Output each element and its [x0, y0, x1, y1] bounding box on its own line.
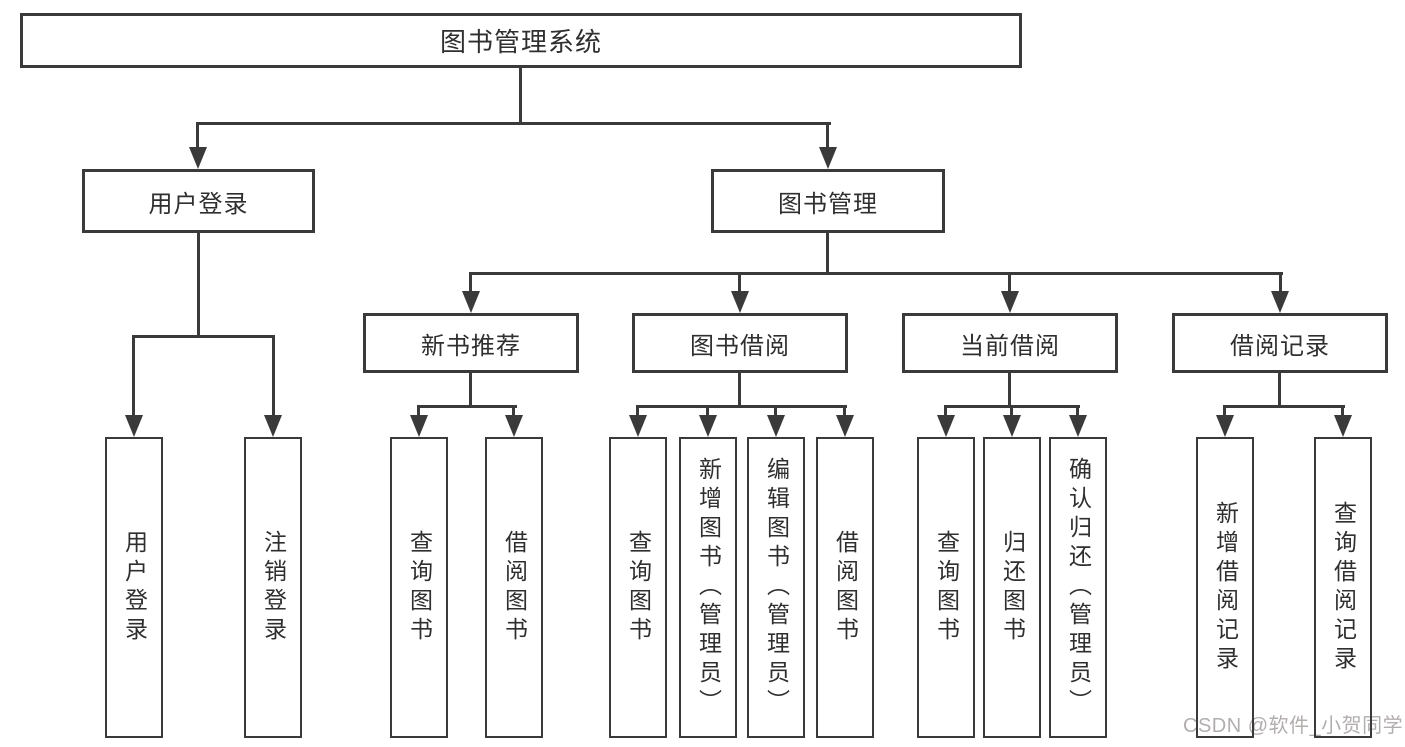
arrow-down-icon: [189, 147, 207, 169]
arrow-down-icon: [462, 291, 480, 313]
connector-line: [512, 405, 515, 421]
connector-line: [197, 233, 200, 338]
connector-line: [272, 335, 275, 420]
connector-line: [469, 373, 472, 408]
node-new-book-recommend: 新书推荐: [363, 313, 579, 373]
connector-line: [1076, 405, 1079, 421]
arrow-down-icon: [1334, 415, 1352, 437]
node-book-borrowing: 图书借阅: [632, 313, 848, 373]
arrow-down-icon: [629, 415, 647, 437]
arrow-down-icon: [731, 291, 749, 313]
leaf-recommend-query-books: 查询图书: [390, 437, 448, 738]
connector-line: [826, 122, 829, 153]
leaf-borrowing-borrow-books: 借阅图书: [816, 437, 874, 738]
connector-line: [636, 405, 847, 408]
connector-line: [132, 335, 275, 338]
leaf-current-confirm-return-admin: 确认归还（管理员）: [1049, 437, 1107, 738]
node-book-management: 图书管理: [711, 169, 945, 233]
connector-line: [1010, 405, 1013, 421]
connector-line: [519, 68, 522, 125]
arrow-down-icon: [1069, 415, 1087, 437]
connector-line: [774, 405, 777, 421]
connector-line: [1008, 272, 1011, 297]
connector-line: [1223, 405, 1345, 408]
arrow-down-icon: [819, 147, 837, 169]
connector-line: [1279, 272, 1282, 297]
arrow-down-icon: [1216, 415, 1234, 437]
node-borrowing-records: 借阅记录: [1172, 313, 1388, 373]
connector-line: [1008, 373, 1011, 408]
connector-line: [417, 405, 517, 408]
arrow-down-icon: [767, 415, 785, 437]
connector-line: [469, 272, 1283, 275]
connector-line: [738, 373, 741, 408]
connector-line: [417, 405, 420, 421]
arrow-down-icon: [410, 415, 428, 437]
leaf-records-query-record: 查询借阅记录: [1314, 437, 1372, 738]
leaf-logout: 注销登录: [244, 437, 302, 738]
connector-line: [843, 405, 846, 421]
arrow-down-icon: [505, 415, 523, 437]
leaf-borrowing-edit-books-admin: 编辑图书（管理员）: [747, 437, 805, 738]
arrow-down-icon: [1271, 291, 1289, 313]
arrow-down-icon: [836, 415, 854, 437]
arrow-down-icon: [1003, 415, 1021, 437]
node-current-borrowing: 当前借阅: [902, 313, 1118, 373]
connector-line: [944, 405, 947, 421]
connector-line: [1341, 405, 1344, 421]
arrow-down-icon: [699, 415, 717, 437]
leaf-borrowing-query-books: 查询图书: [609, 437, 667, 738]
connector-line: [196, 122, 831, 125]
leaf-current-return-books: 归还图书: [983, 437, 1041, 738]
connector-line: [826, 233, 829, 275]
leaf-records-add-record: 新增借阅记录: [1196, 437, 1254, 738]
connector-line: [196, 122, 199, 153]
connector-line: [1278, 373, 1281, 408]
arrow-down-icon: [264, 415, 282, 437]
csdn-watermark: CSDN @软件_小贺同学: [1183, 715, 1404, 737]
arrow-down-icon: [1001, 291, 1019, 313]
leaf-user-login: 用户登录: [105, 437, 163, 738]
leaf-recommend-borrow-books: 借阅图书: [485, 437, 543, 738]
connector-line: [469, 272, 472, 297]
connector-line: [132, 335, 135, 420]
leaf-borrowing-add-books-admin: 新增图书（管理员）: [679, 437, 737, 738]
node-library-system: 图书管理系统: [20, 13, 1022, 68]
leaf-current-query-books: 查询图书: [917, 437, 975, 738]
connector-line: [636, 405, 639, 421]
arrow-down-icon: [125, 415, 143, 437]
arrow-down-icon: [937, 415, 955, 437]
node-user-login: 用户登录: [82, 169, 315, 233]
connector-line: [706, 405, 709, 421]
connector-line: [1223, 405, 1226, 421]
connector-line: [738, 272, 741, 297]
